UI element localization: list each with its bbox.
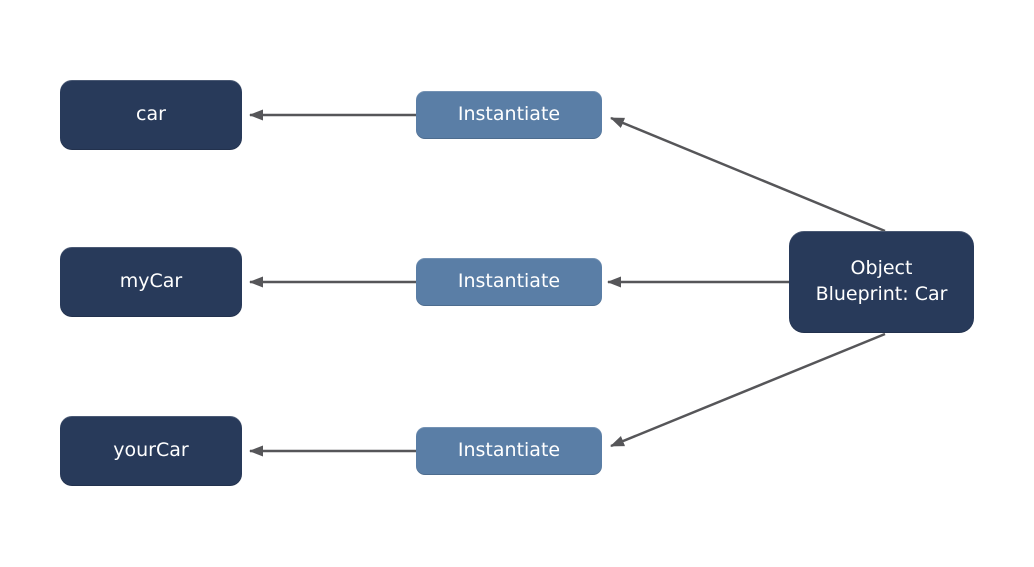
node-instantiate-1-label: Instantiate xyxy=(457,103,561,126)
arrow-blueprint-to-instantiate-1 xyxy=(610,116,886,233)
node-object-blueprint-line1: Object xyxy=(850,257,913,280)
node-car-label: car xyxy=(136,103,166,126)
arrow-blueprint-to-instantiate-3 xyxy=(610,332,886,448)
node-mycar: myCar xyxy=(60,247,242,317)
node-instantiate-3: Instantiate xyxy=(416,427,602,475)
node-car: car xyxy=(60,80,242,150)
node-yourcar-label: yourCar xyxy=(113,439,189,462)
node-instantiate-2: Instantiate xyxy=(416,258,602,306)
node-mycar-label: myCar xyxy=(119,270,183,293)
node-object-blueprint: Object Blueprint: Car xyxy=(789,231,974,333)
node-instantiate-3-label: Instantiate xyxy=(457,439,561,462)
node-instantiate-1: Instantiate xyxy=(416,91,602,139)
node-object-blueprint-line2: Blueprint: Car xyxy=(815,283,948,305)
node-instantiate-2-label: Instantiate xyxy=(457,270,561,293)
node-yourcar: yourCar xyxy=(60,416,242,486)
